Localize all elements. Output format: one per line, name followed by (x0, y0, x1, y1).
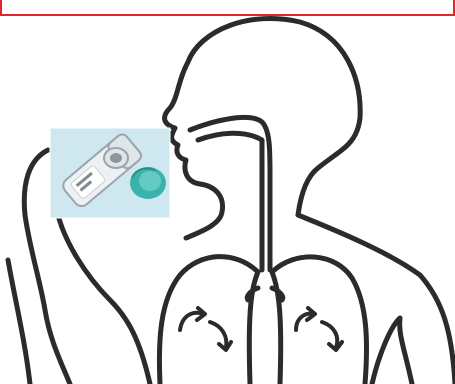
human-silhouette-outline-icon (165, 18, 455, 384)
airway-trachea-icon (190, 117, 270, 270)
right-lung-icon (272, 257, 367, 384)
left-lung-icon (159, 257, 258, 384)
inhaler-device-icon (50, 128, 170, 218)
body-outline-right (372, 318, 412, 384)
airflow-arrow-icon (180, 308, 342, 350)
